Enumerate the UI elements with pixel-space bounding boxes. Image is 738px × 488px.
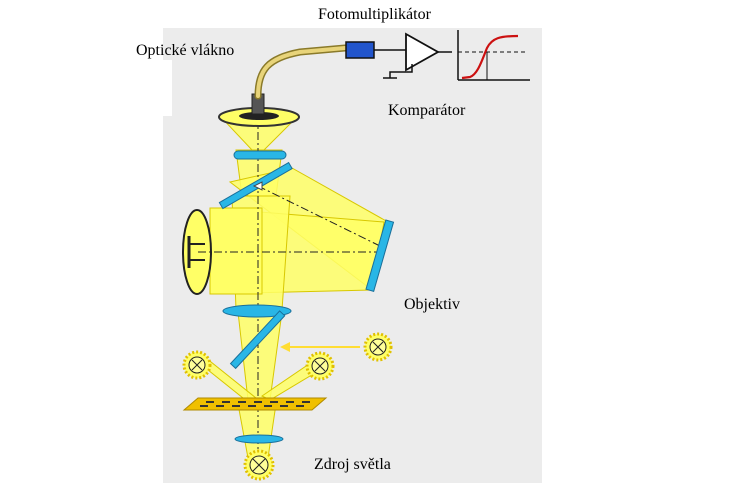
sample-plate xyxy=(182,397,328,411)
label-komparator: Komparátor xyxy=(388,102,466,119)
fiber-head xyxy=(218,93,300,127)
eyepiece xyxy=(182,207,263,295)
label-fotomultiplikator: Fotomultiplikátor xyxy=(318,6,431,23)
right-mirror xyxy=(365,219,395,293)
label-backdrop xyxy=(120,60,172,116)
comparator-amplifier-icon xyxy=(405,32,452,72)
label-zdroj-svetla: Zdroj světla xyxy=(314,456,391,473)
eyepiece-lens xyxy=(182,209,212,295)
photomultiplier xyxy=(345,41,375,59)
lamp-icon xyxy=(363,332,393,362)
objective-lens xyxy=(222,304,292,318)
sigmoid-graph-icon xyxy=(457,30,530,81)
lamp-icon xyxy=(182,350,212,380)
condenser-lens xyxy=(234,434,284,444)
beam-splitter-lower xyxy=(229,310,286,370)
lamp-icon xyxy=(305,351,335,381)
upper-lens xyxy=(233,150,287,160)
label-opticke-vlakno: Optické vlákno xyxy=(136,42,235,59)
label-objektiv: Objektiv xyxy=(404,296,460,313)
optical-axes xyxy=(198,116,382,470)
optical-fiber xyxy=(254,44,349,100)
illumination-arrow xyxy=(280,342,360,352)
ground-icon xyxy=(383,64,413,79)
lamp-icon xyxy=(243,449,275,481)
